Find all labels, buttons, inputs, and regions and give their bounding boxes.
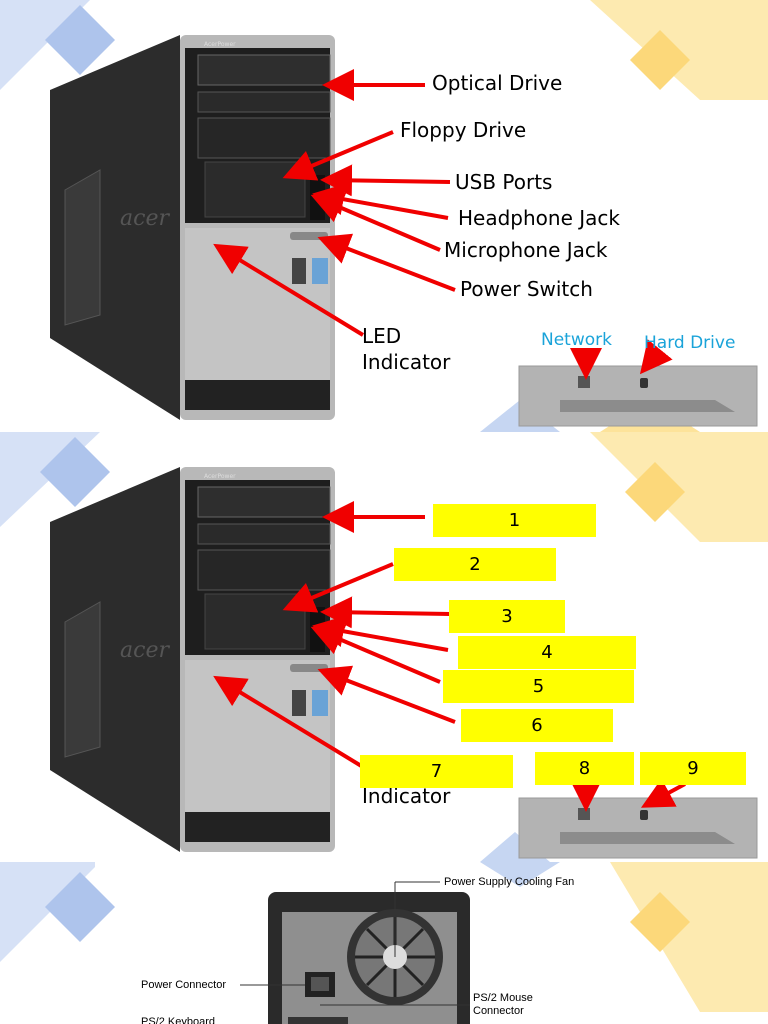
- answer-box-8[interactable]: 8: [535, 752, 634, 785]
- label-headphone-jack: Headphone Jack: [458, 206, 620, 230]
- numbered-quiz-panel: AcerPower acer Indicator 1 2 3 4 5 6 7 8…: [0, 432, 768, 862]
- answer-box-5[interactable]: 5: [443, 670, 634, 703]
- label-led-line1: LED: [362, 324, 402, 348]
- computer-tower: [50, 467, 335, 852]
- label-optical-drive: Optical Drive: [432, 71, 563, 95]
- background-decoration: [0, 432, 768, 862]
- label-ps2-mouse-line1: PS/2 Mouse: [473, 992, 533, 1004]
- rear-tower: [268, 892, 470, 1024]
- labeled-front-svg: AcerPower acer: [0, 0, 768, 432]
- labeled-front-panel: AcerPower acer Optical Drive Floppy Driv…: [0, 0, 768, 432]
- answer-box-2[interactable]: 2: [394, 548, 556, 581]
- led-inset-photo: [518, 365, 758, 427]
- case-brand-text: AcerPower: [204, 41, 236, 48]
- label-ps2-keyboard: PS/2 Keyboard: [141, 1016, 215, 1024]
- label-led-line2: Indicator: [362, 350, 451, 374]
- pointer-arrows: [213, 501, 686, 812]
- label-floppy-drive: Floppy Drive: [400, 118, 527, 142]
- case-logo: acer: [120, 638, 170, 663]
- callout-lines: [240, 881, 470, 1006]
- rear-view-svg: [0, 862, 768, 1024]
- label-network: Network: [541, 330, 612, 350]
- answer-box-3[interactable]: 3: [449, 600, 565, 633]
- computer-tower: [50, 35, 335, 420]
- case-logo: acer: [120, 206, 170, 231]
- answer-box-9[interactable]: 9: [640, 752, 746, 785]
- answer-box-1[interactable]: 1: [433, 504, 596, 537]
- answer-box-6[interactable]: 6: [461, 709, 613, 742]
- label-power-switch: Power Switch: [460, 277, 593, 301]
- label-ps2-mouse-line2: Connector: [473, 1005, 524, 1017]
- background-decoration: [0, 862, 768, 1012]
- quiz-svg: AcerPower acer: [0, 432, 768, 862]
- led-inset-photo: [518, 797, 758, 859]
- answer-box-7[interactable]: 7: [360, 755, 513, 788]
- rear-view-panel: Power Supply Cooling Fan Power Connector…: [0, 862, 768, 1024]
- case-brand-text: AcerPower: [204, 473, 236, 480]
- background-decoration: [0, 0, 768, 432]
- pointer-arrows: [213, 69, 673, 380]
- label-power-connector: Power Connector: [141, 979, 226, 991]
- label-cooling-fan: Power Supply Cooling Fan: [444, 876, 575, 888]
- label-microphone-jack: Microphone Jack: [444, 238, 608, 262]
- residual-indicator-text: Indicator: [362, 784, 451, 808]
- answer-box-4[interactable]: 4: [458, 636, 636, 669]
- label-usb-ports: USB Ports: [455, 170, 553, 194]
- label-hard-drive: Hard Drive: [644, 333, 736, 353]
